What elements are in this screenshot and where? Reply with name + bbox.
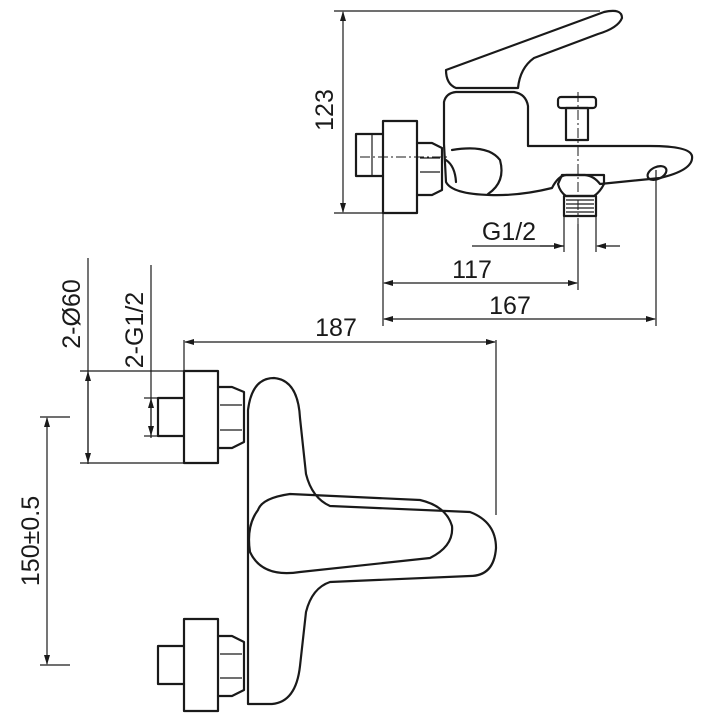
side-lever-handle — [444, 9, 624, 90]
dim-centers-label: 150±0.5 — [17, 496, 45, 586]
side-outlet-thread — [556, 173, 606, 198]
side-spout-tip — [646, 165, 668, 181]
dim-flange-label: 2-Ø60 — [58, 279, 86, 348]
front-upper-flange — [182, 369, 220, 465]
dim-overall-depth-label: 167 — [489, 292, 531, 320]
front-lower-flange — [182, 617, 220, 713]
dim-height-label: 123 — [311, 89, 339, 131]
side-view: 123 G1/2 117 167 — [311, 9, 694, 326]
dim-inlet-thread-label: 2-G1/2 — [121, 292, 149, 368]
front-mixer-body — [246, 376, 498, 706]
side-diverter-knob — [556, 95, 598, 110]
side-hex-nut — [415, 141, 444, 197]
dim-overall-width-label: 187 — [315, 314, 357, 342]
front-lever-handle — [247, 492, 454, 575]
dim-outlet-offset-label: 117 — [452, 256, 492, 284]
side-wall-flange — [381, 119, 419, 215]
front-view: 187 2-Ø60 2-G1/2 150±0.5 — [17, 258, 498, 713]
side-inlet-stub — [354, 132, 385, 178]
dim-thread-label: G1/2 — [482, 218, 536, 246]
